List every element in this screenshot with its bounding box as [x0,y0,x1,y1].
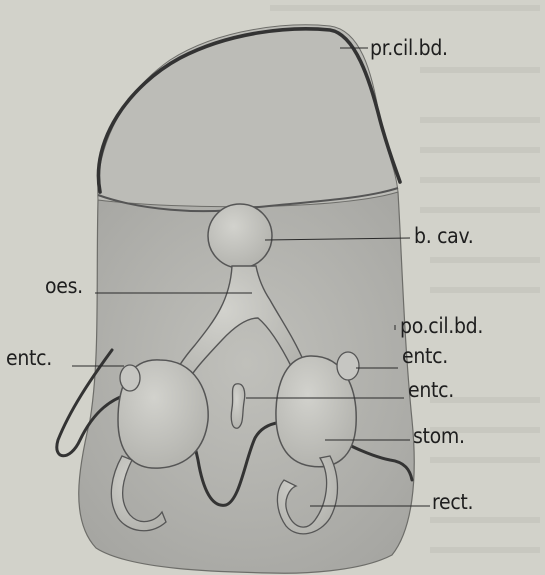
label-entc-right-2: entc. [408,380,454,401]
label-pr-cil-bd: pr.cil.bd. [370,38,448,59]
label-rect: rect. [432,492,473,513]
label-entc-left: entc. [6,348,52,369]
label-stom: stom. [413,426,465,447]
label-b-cav: b. cav. [414,226,473,247]
pre-oral-lobe [98,25,398,207]
buccal-cavity [208,204,272,268]
enterocoel-right [337,352,359,380]
enterocoel-left [120,365,140,391]
label-entc-right-1: entc. [402,346,448,367]
label-po-cil-bd: po.cil.bd. [400,316,483,337]
label-oes: oes. [45,276,83,297]
